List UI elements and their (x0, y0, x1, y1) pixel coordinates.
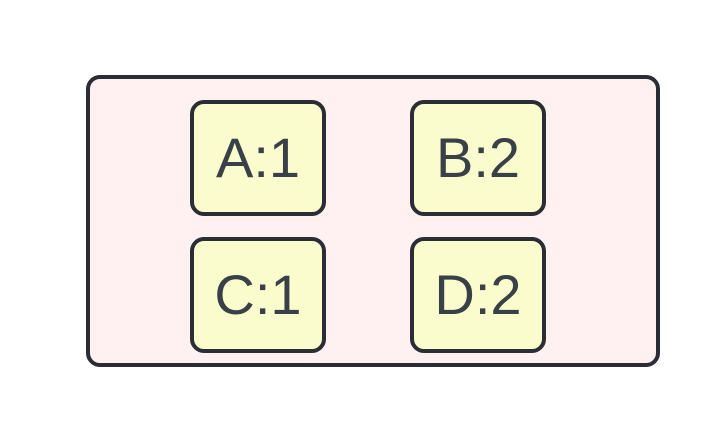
node-d: D:2 (410, 237, 546, 353)
node-a: A:1 (190, 100, 326, 216)
node-b-label: B:2 (435, 126, 521, 189)
group-container (86, 75, 660, 367)
node-b: B:2 (410, 100, 546, 216)
node-c-label: C:1 (214, 263, 302, 326)
node-c: C:1 (190, 237, 326, 353)
node-a-label: A:1 (215, 126, 301, 189)
node-d-label: D:2 (434, 263, 522, 326)
